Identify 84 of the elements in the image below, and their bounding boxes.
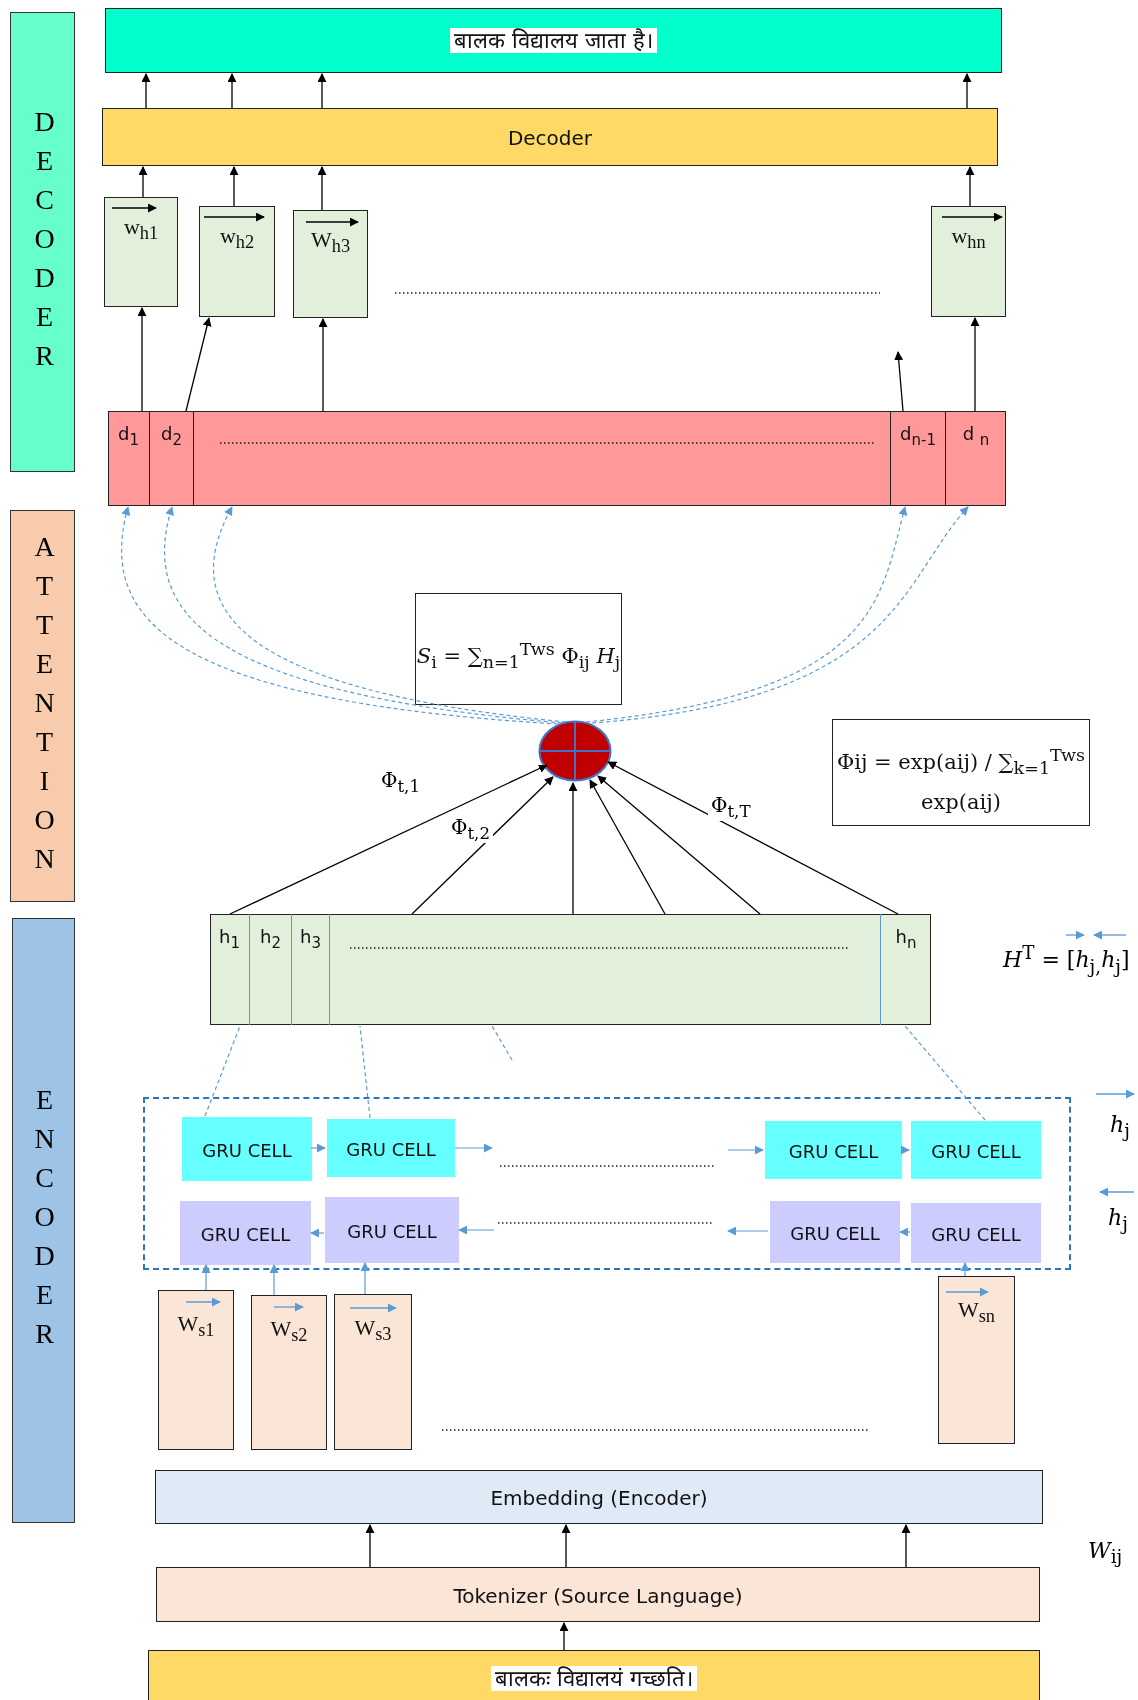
arrow	[901, 1524, 911, 1568]
gru-layer-frame	[143, 1097, 1071, 1270]
arrow	[559, 1622, 569, 1651]
connector-line	[904, 1025, 986, 1121]
weight-box: w$_{h1}$	[104, 197, 178, 307]
gru-cell: GRU CELL	[325, 1197, 459, 1263]
arrow	[317, 73, 327, 109]
arrow	[965, 166, 975, 207]
section-band: ENCODER	[12, 918, 75, 1523]
gru-cell: GRU CELL	[765, 1121, 902, 1179]
gru-cell: GRU CELL	[770, 1201, 900, 1263]
arrow	[607, 761, 899, 915]
weight-box: W$_{sn}$	[938, 1276, 1015, 1444]
embedding-box: Embedding (Encoder)	[155, 1470, 1043, 1524]
arrow	[365, 1524, 375, 1568]
arrow	[138, 166, 148, 198]
arrow	[585, 506, 908, 723]
state-cell: d$_{2}$	[150, 411, 194, 506]
weight-box: w$_{hn}$	[931, 206, 1006, 317]
gru-cell: GRU CELL	[180, 1201, 311, 1265]
arrow	[727, 1145, 764, 1155]
arrow	[317, 166, 327, 211]
arrow	[269, 1264, 279, 1296]
weight-box: W$_{s3}$	[334, 1294, 412, 1450]
arrow	[137, 307, 147, 412]
arrow	[561, 1524, 571, 1568]
arrow	[970, 317, 980, 412]
state-cell: h$_{2}$	[250, 914, 292, 1025]
arrow	[727, 1226, 769, 1236]
arrow	[458, 1225, 495, 1235]
arrow	[201, 1264, 211, 1291]
weight-box: W$_{s1}$	[158, 1290, 234, 1450]
arrow	[318, 318, 328, 412]
arrow	[185, 317, 212, 412]
input-sentence-box	[148, 1650, 1040, 1700]
section-band: DECODER	[10, 12, 75, 472]
state-cell: h$_{n}$	[880, 914, 931, 1025]
sum-circle	[538, 720, 612, 782]
arrow	[411, 776, 554, 915]
math-label: H$^{T}$ = [h$_{j,}$h$_{j}$]	[1003, 942, 1130, 977]
state-cell: d $_{n}$	[945, 411, 1006, 506]
arrow	[360, 1262, 370, 1295]
sentence-text: बालक विद्यालय जाता है।	[450, 28, 657, 53]
gru-cell: GRU CELL	[911, 1121, 1041, 1179]
section-band: ATTENTION	[10, 510, 75, 902]
math-label: h$_{j}$	[1108, 1205, 1128, 1235]
arrow	[899, 1227, 911, 1237]
formula-box: S$_{i}$ = ∑$_{n=1}$$^{Tws}$ Φ$_{ij}$ H$_{j}$	[415, 593, 622, 705]
arrow	[227, 73, 237, 109]
weight-box: w$_{h2}$	[199, 206, 275, 317]
arrow	[229, 764, 548, 915]
math-label: W$_{ij}$	[1088, 1538, 1123, 1568]
arrow	[310, 1228, 325, 1238]
decoder-state-bar	[108, 411, 1006, 506]
connector-line	[491, 1025, 513, 1061]
output-sentence-box	[105, 8, 1002, 73]
tokenizer-box: Tokenizer (Source Language)	[156, 1567, 1040, 1622]
weight-box: W$_{h3}$	[293, 210, 368, 318]
arrow	[900, 1145, 910, 1155]
decoder-box: Decoder	[102, 108, 998, 166]
gru-cell: GRU CELL	[911, 1203, 1041, 1263]
weight-box: W$_{s2}$	[251, 1295, 327, 1450]
arrow	[589, 779, 666, 915]
gru-cell: GRU CELL	[182, 1117, 312, 1181]
state-cell: h$_{3}$	[292, 914, 330, 1025]
arrow	[568, 782, 578, 915]
state-cell: d$_{n-1}$	[890, 411, 945, 506]
arrow	[310, 1143, 326, 1153]
arrow	[591, 506, 969, 724]
state-cell: d$_{1}$	[108, 411, 150, 506]
arrow	[141, 73, 151, 109]
connector-line	[204, 1025, 241, 1117]
gru-cell: GRU CELL	[327, 1119, 455, 1177]
arrow	[597, 775, 761, 915]
sentence-text: बालकः विद्यालयं गच्छति।	[491, 1665, 697, 1691]
arrow	[894, 351, 904, 412]
state-cell: h$_{1}$	[210, 914, 250, 1025]
arrow	[454, 1143, 493, 1153]
math-label: h$_{j}$	[1110, 1112, 1130, 1142]
hidden-state-bar	[210, 914, 931, 1025]
arrow	[229, 166, 239, 207]
arrow	[960, 1262, 970, 1277]
arrow	[962, 73, 972, 109]
connector-line	[359, 1025, 371, 1119]
